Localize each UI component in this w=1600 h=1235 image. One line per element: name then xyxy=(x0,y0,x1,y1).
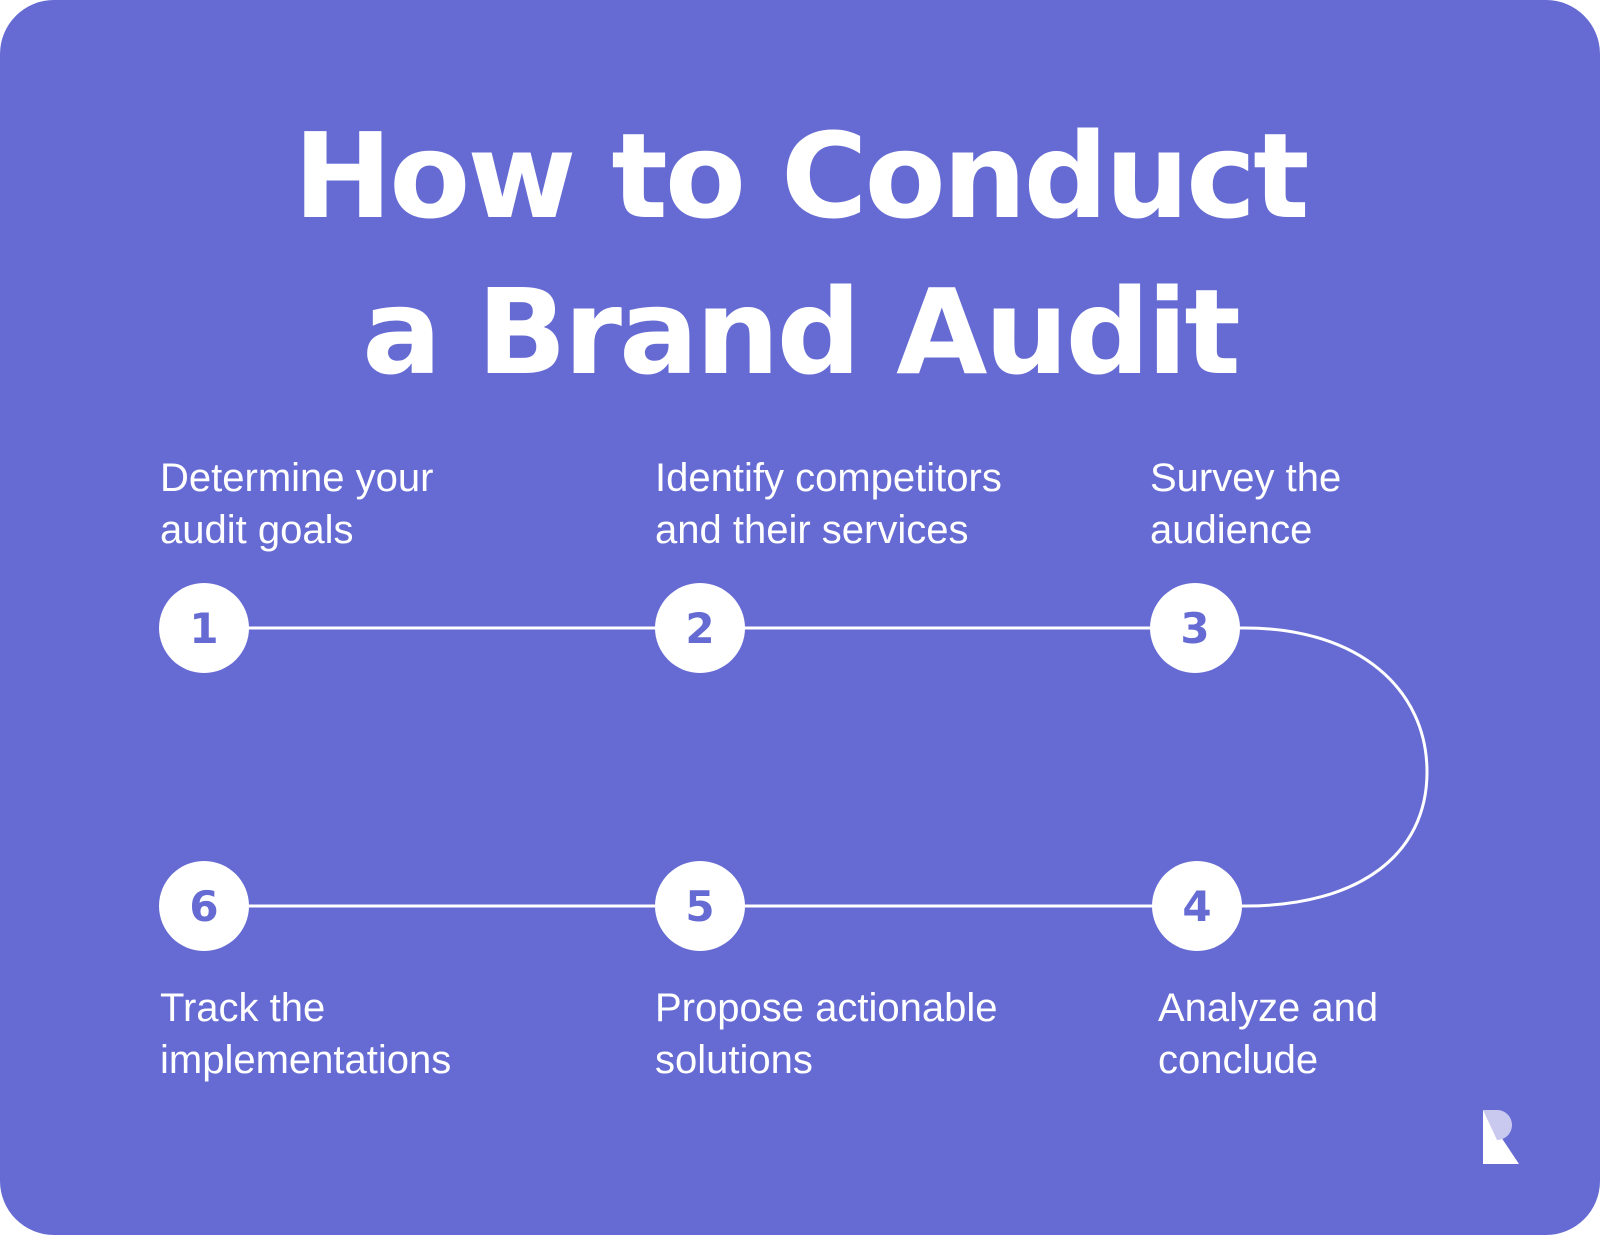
step-label-line: implementations xyxy=(160,1038,452,1082)
step-label-line: Track the xyxy=(160,986,326,1030)
step-node-circle xyxy=(655,583,745,673)
step-number: 6 xyxy=(189,882,218,931)
page-title: How to Conduct a Brand Audit xyxy=(0,98,1600,410)
title-line-1: How to Conduct xyxy=(293,107,1310,245)
step-label-3: Survey the audience xyxy=(1150,452,1341,556)
step-label-line: audience xyxy=(1150,508,1313,552)
step-label-5: Propose actionable solutions xyxy=(655,982,997,1086)
step-node-5: 5 xyxy=(655,861,745,951)
step-node-circle xyxy=(1150,583,1240,673)
step-label-line: Analyze and xyxy=(1158,986,1379,1030)
step-node-3: 3 xyxy=(1150,583,1240,673)
step-label-line: and their services xyxy=(655,508,969,552)
brand-r-logo-icon xyxy=(1483,1110,1519,1164)
step-label-line: Survey the xyxy=(1150,456,1342,500)
step-label-4: Analyze and conclude xyxy=(1158,982,1378,1086)
step-node-circle xyxy=(159,861,249,951)
step-number: 1 xyxy=(189,604,218,653)
step-number: 2 xyxy=(685,604,714,653)
connector-3-4 xyxy=(1195,626,1429,908)
step-number: 4 xyxy=(1182,882,1211,931)
step-node-circle xyxy=(1152,861,1242,951)
step-label-6: Track the implementations xyxy=(160,982,451,1086)
step-node-1: 1 xyxy=(159,583,249,673)
step-node-2: 2 xyxy=(655,583,745,673)
step-node-circle xyxy=(159,583,249,673)
step-label-line: conclude xyxy=(1158,1038,1319,1082)
step-label-line: solutions xyxy=(655,1038,813,1082)
step-label-line: Propose actionable xyxy=(655,986,998,1030)
step-number: 5 xyxy=(685,882,714,931)
step-node-circle xyxy=(655,861,745,951)
title-line-2: a Brand Audit xyxy=(362,263,1241,401)
step-label-line: Identify competitors xyxy=(655,456,1002,500)
step-label-1: Determine your audit goals xyxy=(160,452,433,556)
logo-bowl xyxy=(1483,1110,1512,1140)
step-node-4: 4 xyxy=(1152,861,1242,951)
step-number: 3 xyxy=(1180,604,1209,653)
step-label-2: Identify competitors and their services xyxy=(655,452,1002,556)
step-label-line: audit goals xyxy=(160,508,354,552)
step-node-6: 6 xyxy=(159,861,249,951)
step-label-line: Determine your xyxy=(160,456,434,500)
